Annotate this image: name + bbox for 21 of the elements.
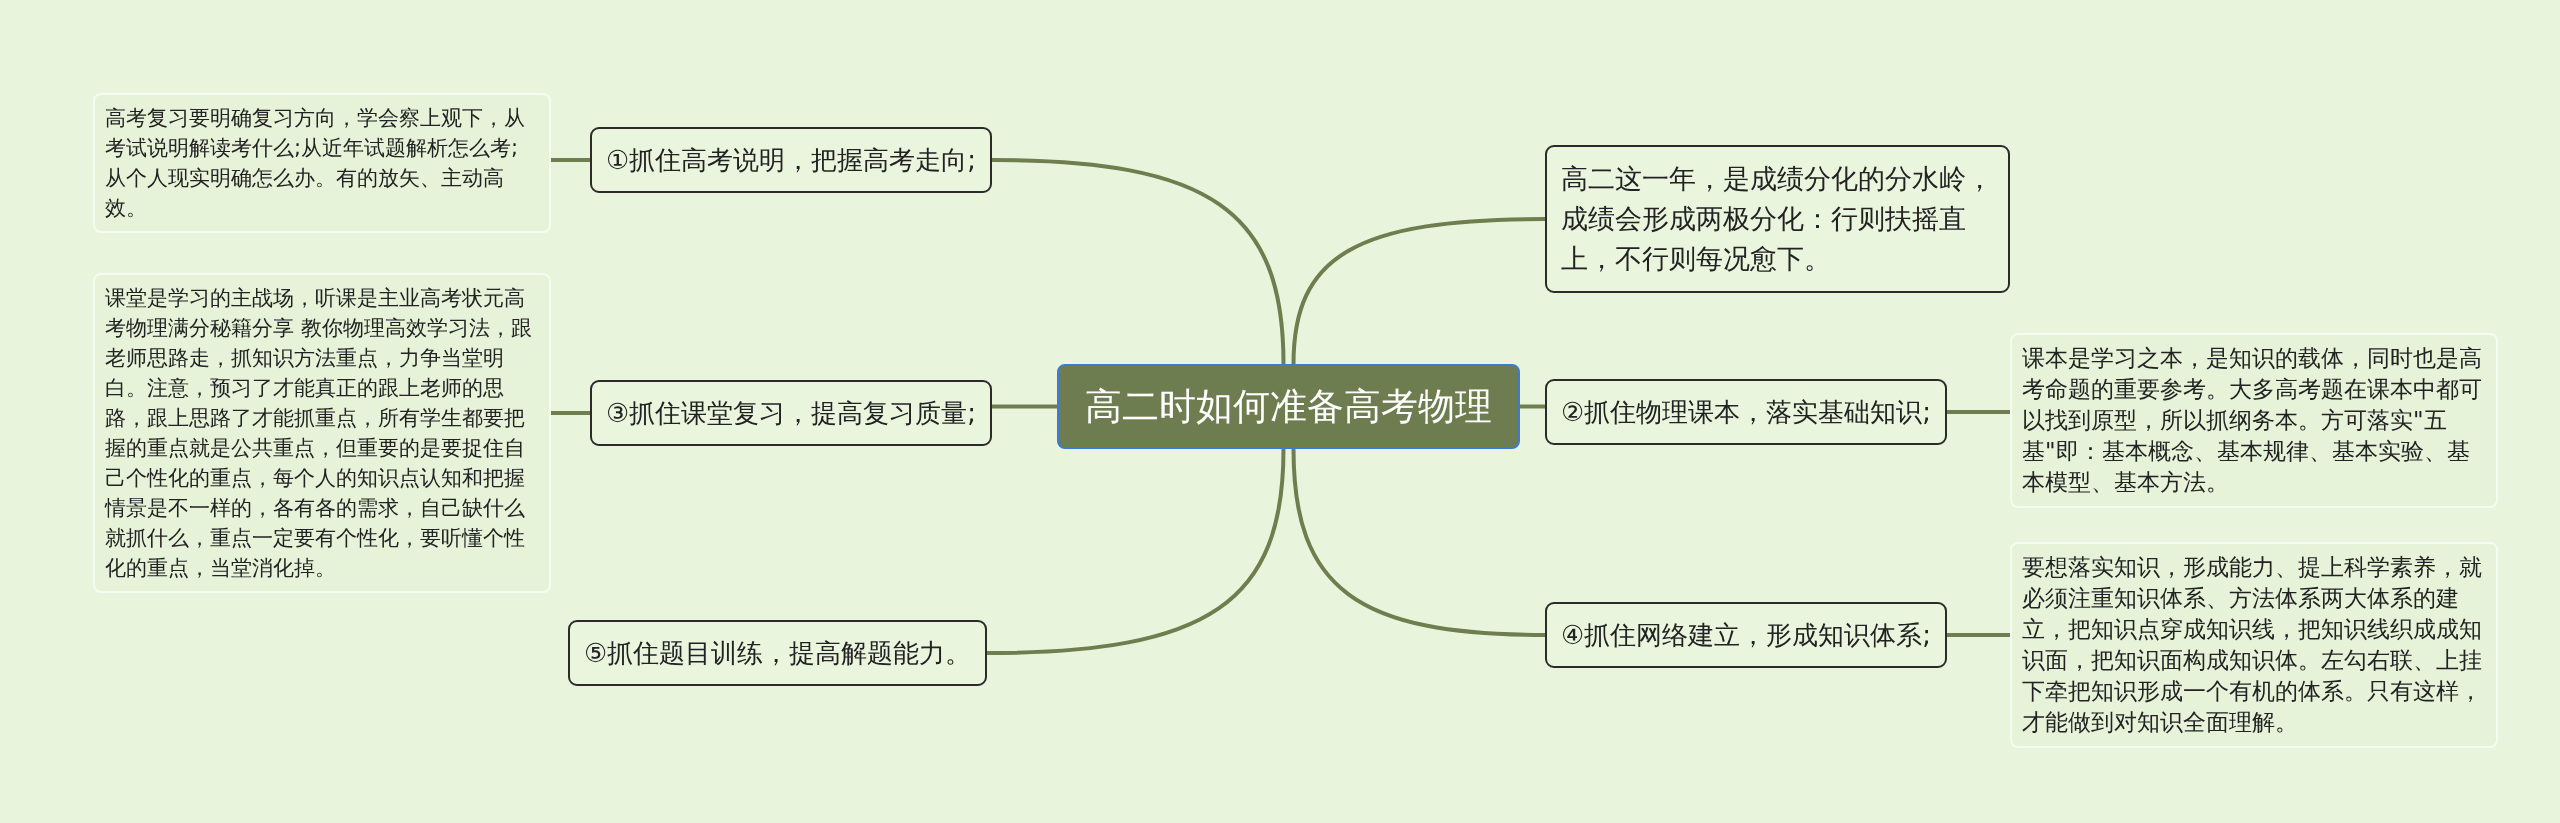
- branch-topic: ②抓住物理课本，落实基础知识;: [1545, 379, 1948, 445]
- connector-line: [1947, 410, 2010, 414]
- connector-line: [1947, 633, 2010, 637]
- note-card: 高考复习要明确复习方向，学会察上观下，从考试说明解读考什么;从近年试题解析怎么考;从个人现实明确怎么办。有的放矢、主动高效。: [93, 93, 551, 233]
- connector-line: [1291, 448, 1546, 637]
- connector-line: [992, 404, 1057, 409]
- connector-line: [551, 158, 590, 162]
- note-card: 课堂是学习的主战场，听课是主业高考状元高考物理满分秘籍分享 教你物理高效学习法，跟老师思路走，抓知识方法重点，力争当堂明白。注意，预习了才能真正的跟上老师的思路，跟上思路了才能抓重点，所有学生都要把握的重点就是公共重点，但重要的是要捉住自己个性化的重点，每个人的知识点认知和把握情景是不一样的，各有各的需求，自己缺什么就抓什么，重点一定要有个性化，要听懂个性化的重点，当堂消化掉。: [93, 273, 551, 593]
- branch-topic: ④抓住网络建立，形成知识体系;: [1545, 602, 1948, 668]
- connector-line: [1291, 217, 1546, 365]
- connector-line: [986, 448, 1286, 655]
- branch-topic: ⑤抓住题目训练，提高解题能力。: [568, 620, 988, 686]
- branch-topic: ①抓住高考说明，把握高考走向;: [590, 127, 993, 193]
- note-card: 要想落实知识，形成能力、提上科学素养，就必须注重知识体系、方法体系两大体系的建立，把知识点穿成知识线，把知识线织成成知识面，把知识面构成知识体。左勾右联、上挂下牵把知识形成一个有机的体系。只有这样，才能做到对知识全面理解。: [2010, 542, 2498, 748]
- branch-topic: 高二这一年，是成绩分化的分水岭，成绩会形成两极分化：行则扶摇直上，不行则每况愈下。: [1545, 145, 2010, 293]
- connector-line: [1520, 404, 1545, 409]
- central-topic: 高二时如何准备高考物理: [1057, 364, 1520, 449]
- connector-line: [991, 158, 1286, 365]
- branch-topic: ③抓住课堂复习，提高复习质量;: [590, 380, 993, 446]
- connector-line: [551, 411, 590, 415]
- note-card: 课本是学习之本，是知识的载体，同时也是高考命题的重要参考。大多高考题在课本中都可以找到原型，所以抓纲务本。方可落实"五基"即：基本概念、基本规律、基本实验、基本模型、基本方法。: [2010, 333, 2498, 508]
